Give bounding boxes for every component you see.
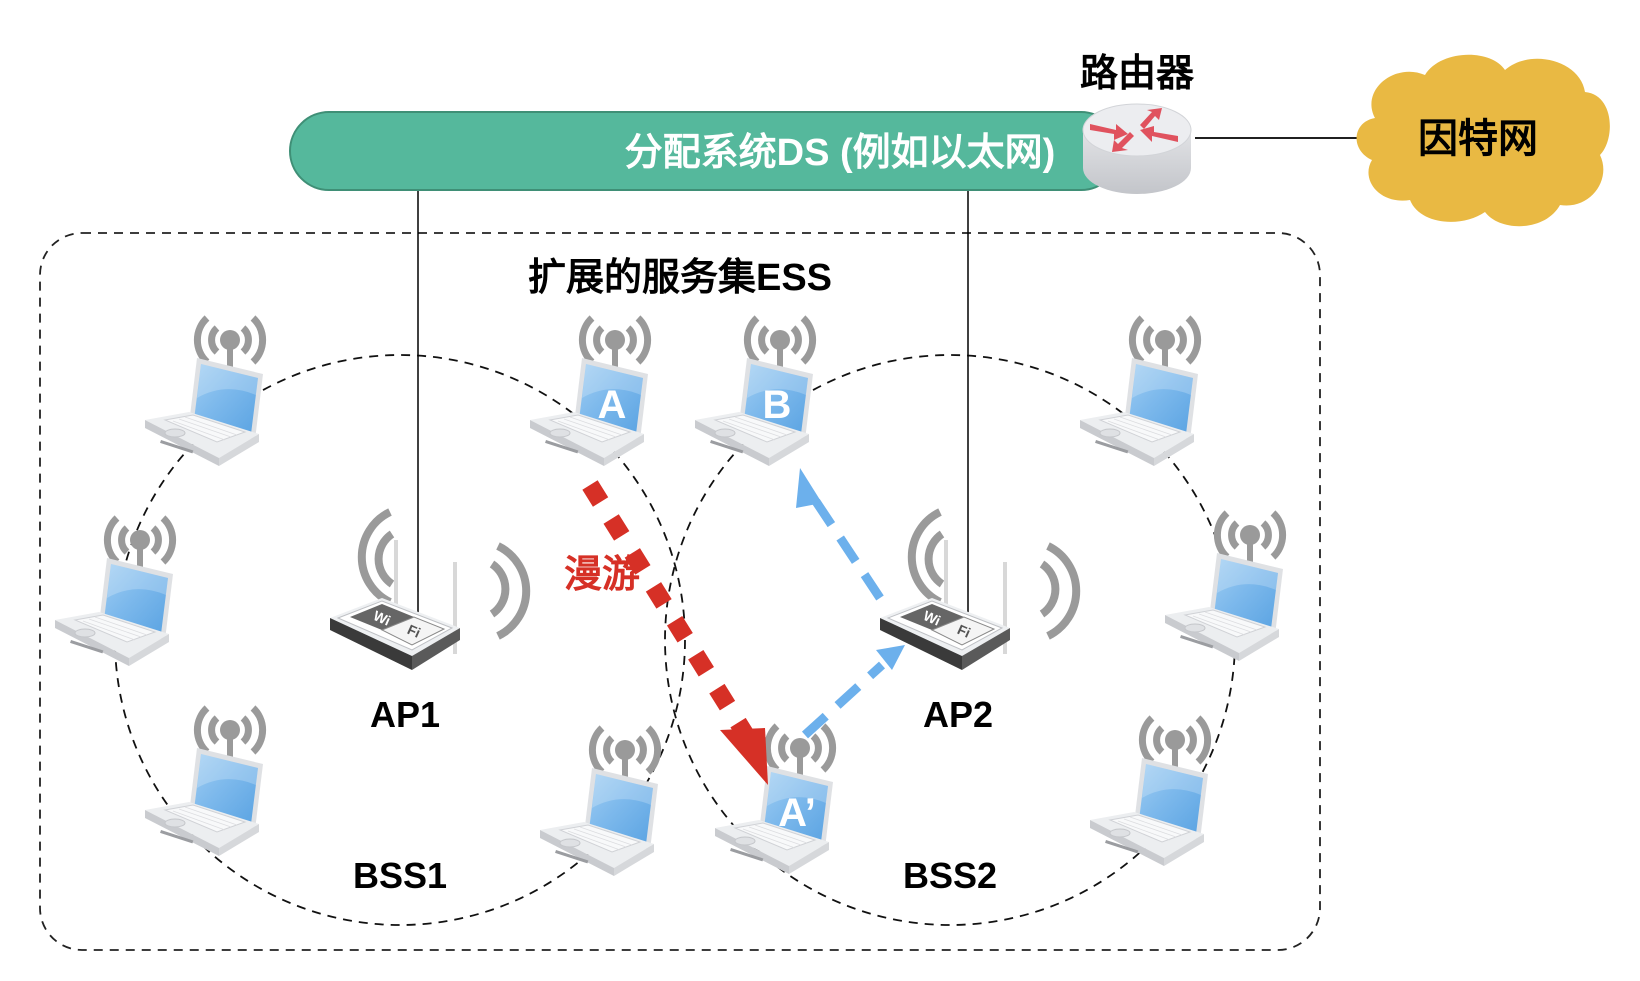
station-a-prime-label: A’	[778, 791, 816, 835]
station-laptop[interactable]	[1080, 318, 1198, 466]
forward-arrow-ap2-to-b	[796, 468, 884, 601]
distribution-system-bar: 分配系统DS (例如以太网)	[289, 111, 1121, 191]
bss1-boundary	[114, 354, 686, 926]
wifi-router-icon	[880, 512, 1076, 670]
station-laptop[interactable]	[540, 728, 658, 876]
laptop-icon	[1165, 513, 1283, 661]
station-a-label: A	[598, 383, 627, 427]
access-point-ap2[interactable]: Wi Fi	[880, 512, 1076, 670]
station-b[interactable]: B	[695, 318, 813, 466]
wifi-badge-bottom: Fi	[955, 621, 973, 641]
ap1-label: AP1	[370, 694, 440, 735]
bss2-label: BSS2	[903, 855, 997, 896]
station-laptop[interactable]	[55, 518, 173, 666]
forward-arrow-a-prime-to-ap2	[801, 645, 905, 739]
bss1-label: BSS1	[353, 855, 447, 896]
laptop-icon	[540, 728, 658, 876]
wifi-router-icon	[330, 512, 526, 670]
forward-arrowhead-1	[876, 645, 905, 670]
forward-path-2	[811, 497, 884, 601]
access-point-ap1[interactable]: Wi Fi	[330, 512, 526, 670]
ess-title: 扩展的服务集ESS	[528, 257, 832, 299]
station-a[interactable]: A	[530, 318, 648, 466]
forward-arrowhead-2	[796, 468, 822, 508]
laptop-icon	[145, 318, 263, 466]
roaming-arrow	[582, 480, 768, 785]
laptop-icon	[530, 318, 648, 466]
station-b-label: B	[763, 383, 792, 427]
laptop-icon	[1080, 318, 1198, 466]
laptop-icon	[1090, 718, 1208, 866]
forward-path-1	[801, 661, 886, 739]
internet-label: 因特网	[1418, 117, 1538, 161]
roaming-label: 漫游	[564, 554, 640, 596]
wifi-badge-top: Wi	[921, 607, 943, 629]
laptop-icon	[695, 318, 813, 466]
roaming-path	[582, 480, 760, 750]
station-laptop[interactable]	[1165, 513, 1283, 661]
ap2-label: AP2	[923, 694, 993, 735]
router-label: 路由器	[1080, 53, 1195, 95]
wifi-badge-top: Wi	[371, 607, 393, 629]
roaming-arrowhead	[720, 728, 768, 785]
ds-label: 分配系统DS (例如以太网)	[625, 132, 1056, 174]
laptop-icon	[55, 518, 173, 666]
station-laptop[interactable]	[145, 318, 263, 466]
station-a-prime[interactable]: A’	[715, 726, 833, 874]
ess-boundary	[39, 232, 1321, 951]
internet-cloud: 因特网	[1356, 54, 1610, 227]
wifi-badge-bottom: Fi	[405, 621, 423, 641]
station-laptop[interactable]	[1090, 718, 1208, 866]
laptop-icon	[145, 708, 263, 856]
router-icon: 路由器	[1080, 53, 1195, 194]
station-laptop[interactable]	[145, 708, 263, 856]
